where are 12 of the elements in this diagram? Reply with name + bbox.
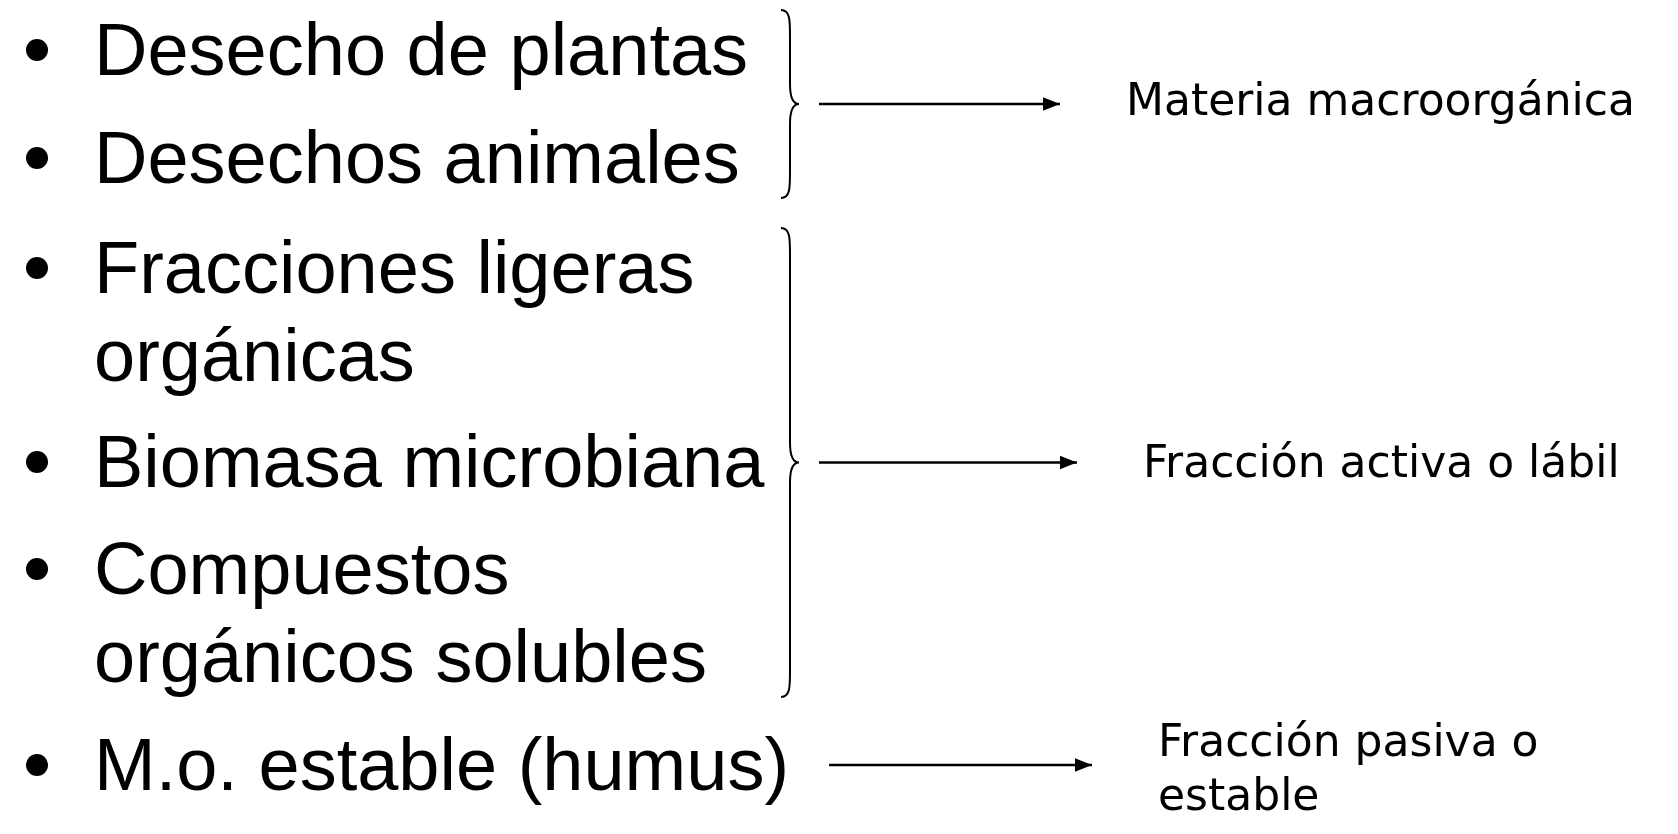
arrow — [829, 758, 1092, 772]
arrow — [819, 455, 1077, 470]
arrow — [819, 97, 1060, 111]
list-item-text: M.o. estable (humus) — [94, 721, 794, 809]
list-item-text: Fracciones ligeras orgánicas — [94, 224, 784, 400]
list-item-text: Desecho de plantas — [94, 6, 784, 94]
list-item-text: Desechos animales — [94, 114, 784, 202]
list-item-text: Biomasa microbiana — [94, 418, 784, 506]
result-label: Fracción activa o lábil — [1143, 435, 1673, 489]
result-label: Fracción pasiva o estable — [1158, 714, 1598, 822]
result-label: Materia macroorgánica — [1126, 73, 1671, 127]
list-item-text: Compuestos orgánicos solubles — [94, 525, 784, 701]
